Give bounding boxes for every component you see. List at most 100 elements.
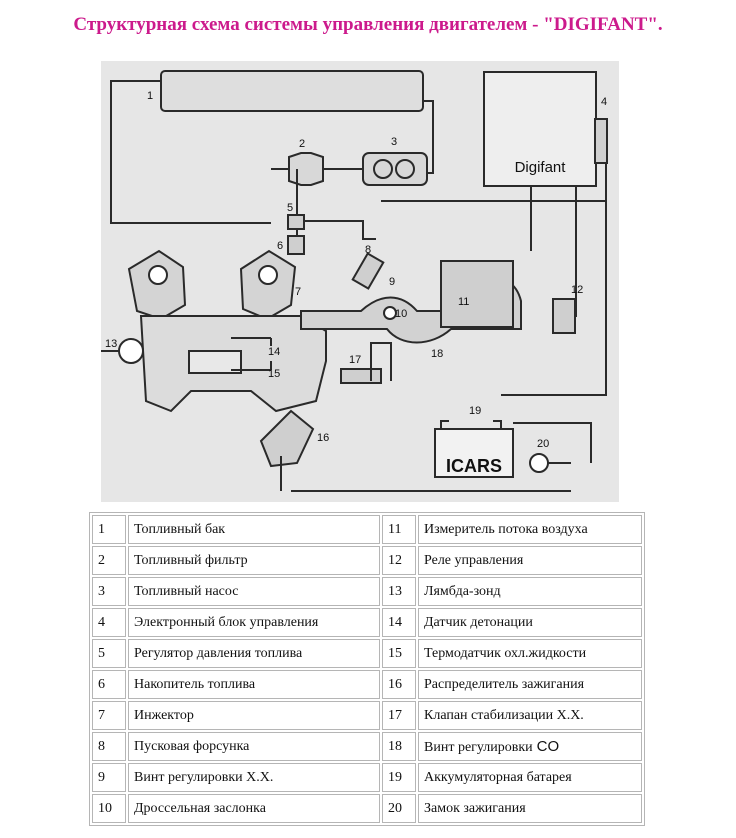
callout-9: 9	[389, 276, 395, 288]
legend-name-text: Замок зажигания	[424, 800, 526, 816]
callout-20: 20	[537, 438, 549, 450]
callout-14: 14	[268, 346, 280, 358]
legend-number: 13	[382, 577, 416, 606]
callout-15: 15	[268, 368, 280, 380]
page-title: Структурная схема системы управления дви…	[73, 14, 663, 35]
legend-number: 17	[382, 701, 416, 730]
legend-name: Клапан стабилизации Х.Х.	[418, 701, 642, 730]
legend-number: 14	[382, 608, 416, 637]
legend-name: Дроссельная заслонка	[128, 794, 380, 823]
cylinder-head-left	[127, 249, 187, 321]
legend-number: 16	[382, 670, 416, 699]
legend-name: Электронный блок управления	[128, 608, 380, 637]
legend-name: Топливный бак	[128, 515, 380, 544]
legend-name: Измеритель потока воздуха	[418, 515, 642, 544]
legend-number: 8	[92, 732, 126, 761]
legend-number: 10	[92, 794, 126, 823]
callout-12: 12	[571, 284, 583, 296]
legend-name-text: Реле управления	[424, 552, 524, 568]
legend-name: Винт регулировки Х.Х.	[128, 763, 380, 792]
legend-name-text: Термодатчик охл.жидкости	[424, 645, 587, 661]
legend-name: Термодатчик охл.жидкости	[418, 639, 642, 668]
legend-number: 20	[382, 794, 416, 823]
legend-number: 12	[382, 546, 416, 575]
legend-number: 18	[382, 732, 416, 761]
legend-number: 6	[92, 670, 126, 699]
fuel-filter	[288, 152, 324, 186]
legend-name: Регулятор давления топлива	[128, 639, 380, 668]
legend-name-text: Аккумуляторная батарея	[424, 769, 572, 785]
legend-name: Инжектор	[128, 701, 380, 730]
legend-number: 2	[92, 546, 126, 575]
fuel-accumulator	[287, 235, 305, 255]
air-flow-meter	[440, 260, 514, 328]
legend-name-text: Винт регулировки	[424, 739, 533, 755]
legend-name: Пусковая форсунка	[128, 732, 380, 761]
distributor	[259, 409, 315, 468]
callout-13: 13	[105, 338, 117, 350]
co-label: CO	[536, 737, 560, 755]
pressure-regulator	[287, 214, 305, 230]
legend-name-text: Распределитель зажигания	[424, 676, 585, 692]
engine-schematic-diagram: Digifant ICARS 1 2 3 4 5 6 7 8 9 10 11 1…	[101, 61, 619, 502]
callout-4: 4	[601, 96, 607, 108]
lambda-probe	[118, 338, 144, 364]
legend-name: Замок зажигания	[418, 794, 642, 823]
idle-valve	[340, 368, 382, 384]
legend-number: 9	[92, 763, 126, 792]
legend-name: Реле управления	[418, 546, 642, 575]
legend-name: Топливный фильтр	[128, 546, 380, 575]
battery-label: ICARS	[446, 456, 502, 476]
cold-start-injector	[351, 252, 385, 290]
legend-name: Аккумуляторная батарея	[418, 763, 642, 792]
legend-name: Лямбда-зонд	[418, 577, 642, 606]
ecu-connector	[594, 118, 608, 164]
battery	[434, 428, 514, 478]
legend-name: Накопитель топлива	[128, 670, 380, 699]
callout-10: 10	[395, 308, 407, 320]
legend-number: 15	[382, 639, 416, 668]
legend-number: 11	[382, 515, 416, 544]
legend-name-text: Лямбда-зонд	[424, 583, 501, 599]
callout-2: 2	[299, 138, 305, 150]
legend-number: 19	[382, 763, 416, 792]
callout-6: 6	[277, 240, 283, 252]
legend-number: 1	[92, 515, 126, 544]
callout-7: 7	[295, 286, 301, 298]
legend-name: Топливный насос	[128, 577, 380, 606]
callout-19: 19	[469, 405, 481, 417]
legend-number: 3	[92, 577, 126, 606]
ecu-label: Digifant	[515, 159, 567, 176]
callout-8: 8	[365, 244, 371, 256]
callout-16: 16	[317, 432, 329, 444]
ecu-box	[483, 71, 597, 187]
legend-name: Датчик детонации	[418, 608, 642, 637]
relay	[552, 298, 576, 334]
legend-number: 7	[92, 701, 126, 730]
ignition-switch	[529, 453, 549, 473]
legend-name-text: Измеритель потока воздуха	[424, 521, 588, 537]
callout-18: 18	[431, 348, 443, 360]
callout-3: 3	[391, 136, 397, 148]
callout-11: 11	[458, 296, 469, 308]
legend-number: 5	[92, 639, 126, 668]
callout-17: 17	[349, 354, 361, 366]
legend-number: 4	[92, 608, 126, 637]
callout-5: 5	[287, 202, 293, 214]
legend-name-text: Датчик детонации	[424, 614, 533, 630]
legend-name-text: Клапан стабилизации Х.Х.	[424, 707, 584, 723]
legend-name: Распределитель зажигания	[418, 670, 642, 699]
fuel-tank	[160, 70, 424, 112]
